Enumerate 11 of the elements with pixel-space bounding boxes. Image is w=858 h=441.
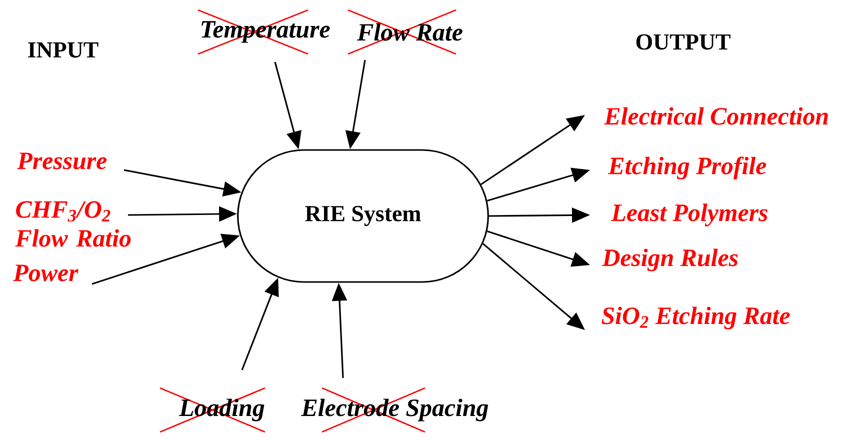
parameter-label: SiO$_{2}$ Etching Rate — [602, 306, 790, 330]
heading-label: OUTPUT — [636, 34, 730, 50]
parameter-label: CHF$_{3}$/O$_{2}$ Flow Ratio — [15, 201, 131, 247]
parameter-label: Least Polymers — [611, 204, 768, 226]
parameter-label: Power — [13, 264, 78, 282]
parameter-label: Electrical Connection — [604, 107, 828, 125]
parameter-label: Etching Profile — [608, 156, 766, 180]
process-box: RIE System — [237, 149, 489, 283]
parameter-label: Pressure — [17, 152, 107, 170]
parameter-label: Design Rules — [602, 248, 738, 272]
heading-label: INPUT — [28, 42, 98, 58]
